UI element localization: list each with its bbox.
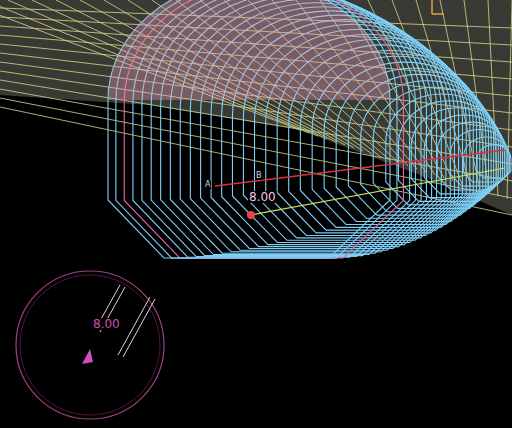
minimap-circle — [16, 271, 164, 419]
point-label: B — [255, 172, 263, 180]
tunnel-section — [373, 87, 496, 208]
grid-line — [0, 107, 512, 215]
alignment-line — [251, 168, 505, 215]
cross-sections — [108, 0, 511, 258]
tunnel-section — [108, 0, 390, 258]
station-value: 8.00 — [248, 191, 277, 203]
station-dot — [247, 211, 255, 219]
minimap-track — [118, 297, 150, 355]
minimap-pointer — [82, 349, 93, 364]
tunnel-section — [398, 101, 500, 202]
center-line — [215, 150, 505, 186]
minimap-track — [123, 299, 155, 357]
tick-mark — [431, 0, 433, 14]
tick-mark — [432, 13, 444, 15]
station-value: 8.00 — [92, 318, 121, 330]
minimap-circle — [20, 275, 160, 415]
point-label: A — [204, 181, 211, 189]
arch-fill — [108, 0, 390, 100]
tunnel-section — [386, 94, 499, 205]
grid-line — [0, 98, 512, 198]
